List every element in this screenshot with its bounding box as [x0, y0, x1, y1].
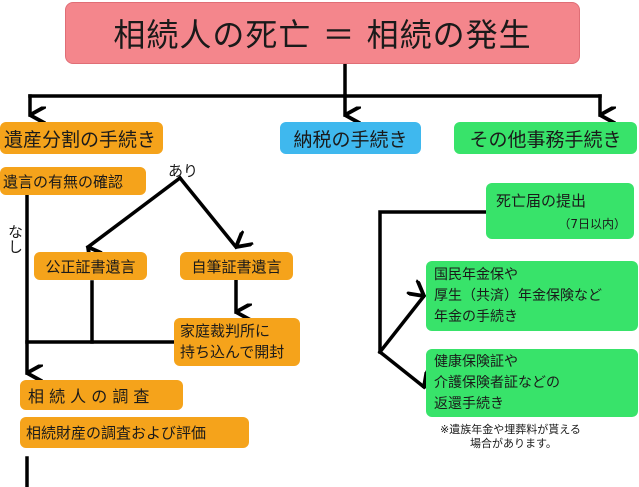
- title-box: 相続人の死亡 ＝ 相続の発生: [65, 2, 580, 64]
- holographic-will-label: 自筆証書遺言: [191, 257, 282, 276]
- family-court-line2: 持ち込んで開封: [180, 343, 285, 361]
- pension-line3: 年金の手続き: [434, 308, 518, 325]
- will-check-box: 遺言の有無の確認: [0, 167, 146, 195]
- heir-survey-box: 相 続 人 の 調 査: [20, 380, 183, 410]
- estate-division-box: 遺産分割の手続き: [0, 122, 163, 154]
- asset-survey-label: 相続財産の調査および評価: [26, 424, 207, 442]
- insurance-line2: 介護保険者証などの: [434, 374, 560, 391]
- holographic-will-box: 自筆証書遺言: [180, 252, 293, 280]
- other-procedures-label: その他事務手続き: [469, 128, 622, 151]
- footnote-line1: ※遺族年金や埋葬料が貰える: [440, 423, 581, 436]
- death-notice-label: 死亡届の提出: [496, 192, 587, 210]
- death-notice-box: 死亡届の提出 （7日以内）: [486, 183, 634, 239]
- arrow-to-pension: [377, 296, 424, 355]
- yes-label: あり: [168, 162, 199, 180]
- arrow-to-holographic-will: [177, 175, 236, 247]
- right-bracket-line: [378, 210, 490, 354]
- footnote-line2: 場合があります。: [470, 437, 557, 450]
- pension-line1: 国民年金保や: [434, 266, 518, 283]
- will-check-label: 遺言の有無の確認: [3, 172, 124, 191]
- death-notice-note: （7日以内）: [558, 217, 626, 231]
- insurance-line1: 健康保険証や: [434, 353, 518, 370]
- insurance-line3: 返還手続き: [434, 395, 504, 412]
- tax-label: 納税の手続き: [293, 128, 408, 151]
- pension-box: 国民年金保や 厚生（共済）年金保険など 年金の手続き: [426, 261, 638, 331]
- family-court-line1: 家庭裁判所に: [180, 322, 271, 340]
- title-text: 相続人の死亡 ＝ 相続の発生: [113, 16, 532, 54]
- tax-box: 納税の手続き: [280, 122, 421, 154]
- arrow-to-notarized-will: [85, 175, 183, 247]
- heir-survey-label: 相 続 人 の 調 査: [28, 387, 150, 406]
- other-procedures-box: その他事務手続き: [454, 122, 637, 154]
- family-court-box: 家庭裁判所に 持ち込んで開封: [174, 318, 300, 366]
- notarized-will-box: 公正証書遺言: [34, 252, 147, 280]
- no-label: なし: [6, 224, 24, 254]
- notarized-will-label: 公正証書遺言: [45, 257, 136, 276]
- arrow-to-insurance: [377, 349, 424, 387]
- estate-division-label: 遺産分割の手続き: [4, 128, 157, 151]
- asset-survey-box: 相続財産の調査および評価: [20, 417, 249, 448]
- insurance-box: 健康保険証や 介護保険者証などの 返還手続き: [426, 349, 638, 417]
- pension-line2: 厚生（共済）年金保険など: [434, 287, 602, 304]
